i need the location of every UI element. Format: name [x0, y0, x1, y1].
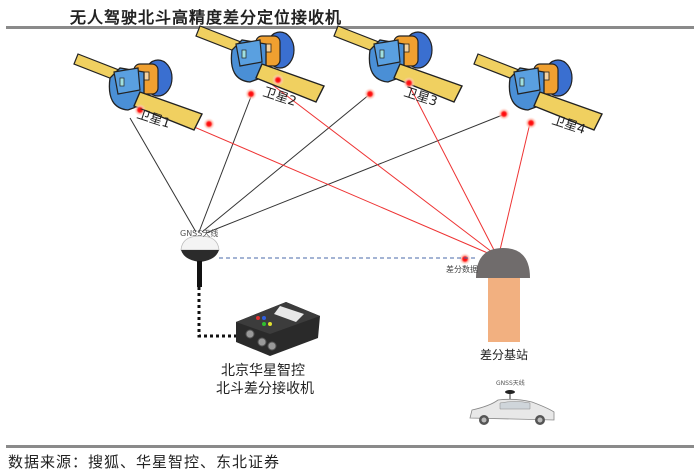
- satellite-2-icon: [195, 25, 325, 103]
- signal-dot: [525, 117, 537, 129]
- signal-dot: [459, 253, 471, 265]
- signal-dots: [134, 74, 537, 265]
- signal-line-sat3-rover: [201, 93, 371, 233]
- receiver-device-icon: [236, 302, 320, 356]
- signal-dot: [498, 108, 510, 120]
- base-station-label: 差分基站: [480, 348, 529, 362]
- signal-dot: [272, 74, 284, 86]
- signal-line-sat1-base: [149, 107, 491, 255]
- antenna-cable: [197, 287, 245, 338]
- base-station-icon: [476, 248, 530, 342]
- signal-dot: [364, 88, 376, 100]
- signal-dot: [134, 104, 146, 116]
- receiver-label-line2: 北斗差分接收机: [216, 381, 314, 397]
- receiver-label-line1: 北京华星智控: [221, 363, 305, 379]
- top-divider: [6, 26, 694, 29]
- gnss-antenna-label: GNSS天线: [180, 229, 219, 238]
- signal-line-sat4-base: [499, 122, 531, 251]
- satellite-3-icon: [333, 25, 463, 103]
- signal-dot: [245, 88, 257, 100]
- bottom-divider: [6, 445, 694, 448]
- signal-dot: [403, 77, 415, 89]
- signal-line-sat2-rover: [198, 93, 253, 233]
- source-note: 数据来源：搜狐、华星智控、东北证券: [8, 453, 281, 471]
- car-icon: [469, 390, 555, 425]
- signal-line-sat2-base: [269, 82, 493, 253]
- signal-dot: [203, 118, 215, 130]
- signal-line-sat3-base: [407, 82, 495, 251]
- signal-line-sat1-rover: [129, 117, 197, 233]
- car-antenna-label: GNSS天线: [496, 380, 525, 387]
- signal-line-sat4-rover: [205, 113, 506, 234]
- page-title: 无人驾驶北斗高精度差分定位接收机: [70, 8, 343, 27]
- differential-data-label: 差分数据: [446, 265, 478, 274]
- gnss-antenna-icon: [180, 235, 220, 287]
